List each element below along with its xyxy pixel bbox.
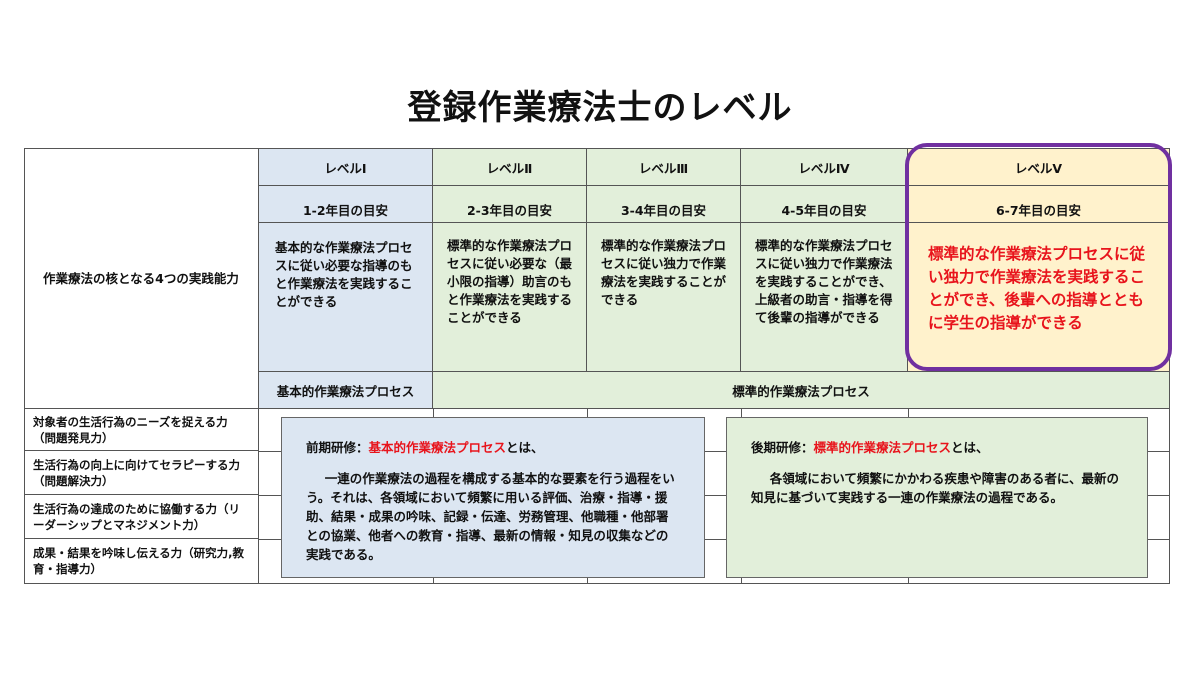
page-title: 登録作業療法士のレベル — [407, 88, 793, 128]
level-3-description: 標準的な作業療法プロセスに従い独力で作業療法を実践することができる — [586, 222, 741, 372]
level-5-description: 標準的な作業療法プロセスに従い独力で作業療法を実践することができ、後輩への指導と… — [907, 222, 1170, 372]
ability-row-2: 生活行為の向上に向けてセラピーする力（問題解決力） — [24, 450, 259, 495]
level-4-header: レベルⅣ — [740, 148, 908, 186]
level-5-highlight-frame — [905, 143, 1172, 371]
ability-row-1: 対象者の生活行為のニーズを捉える力（問題発見力） — [24, 408, 259, 451]
level-2-header: レベルⅡ — [432, 148, 587, 186]
late-body: 各領域において頻繁にかかわる疾患や障害のある者に、最新の知見に基づいて実践する一… — [751, 471, 1120, 505]
ability-row-3: 生活行為の達成のために協働する力（リーダーシップとマネジメント力） — [24, 494, 259, 539]
late-prefix: 後期研修： — [751, 440, 814, 455]
early-term: 基本的作業療法プロセス — [368, 440, 507, 455]
early-body: 一連の作業療法の過程を構成する基本的な要素を行う過程をいう。それは、各領域におい… — [306, 471, 675, 562]
level-1-header: レベルⅠ — [258, 148, 433, 186]
level-2-years: 2-3年目の目安 — [432, 185, 587, 223]
ability-row-4: 成果・結果を吟味し伝える力（研究力,教育・指導力） — [24, 538, 259, 584]
late-suffix: とは、 — [951, 440, 989, 455]
level-3-years: 3-4年目の目安 — [586, 185, 741, 223]
late-training-definition: 後期研修：標準的作業療法プロセスとは、 各領域において頻繁にかかわる疾患や障害の… — [726, 417, 1148, 578]
early-prefix: 前期研修： — [306, 440, 369, 455]
level-3-header: レベルⅢ — [586, 148, 741, 186]
level-5-header: レベルⅤ — [907, 148, 1170, 186]
level-4-years: 4-5年目の目安 — [740, 185, 908, 223]
level-2-description: 標準的な作業療法プロセスに従い必要な（最小限の指導）助言のもと作業療法を実践する… — [432, 222, 587, 372]
standard-process-label: 標準的作業療法プロセス — [432, 371, 1170, 409]
basic-process-label: 基本的作業療法プロセス — [258, 371, 433, 409]
level-4-description: 標準的な作業療法プロセスに従い独力で作業療法を実践することができ、上級者の助言・… — [740, 222, 908, 372]
early-suffix: とは、 — [506, 440, 544, 455]
late-term: 標準的作業療法プロセス — [813, 440, 952, 455]
level-1-years: 1-2年目の目安 — [258, 185, 433, 223]
level-1-description: 基本的な作業療法プロセスに従い必要な指導のもと作業療法を実践することができる — [258, 222, 433, 372]
early-training-definition: 前期研修：基本的作業療法プロセスとは、 一連の作業療法の過程を構成する基本的な要… — [281, 417, 705, 578]
core-abilities-label: 作業療法の核となる4つの実践能力 — [24, 148, 259, 409]
